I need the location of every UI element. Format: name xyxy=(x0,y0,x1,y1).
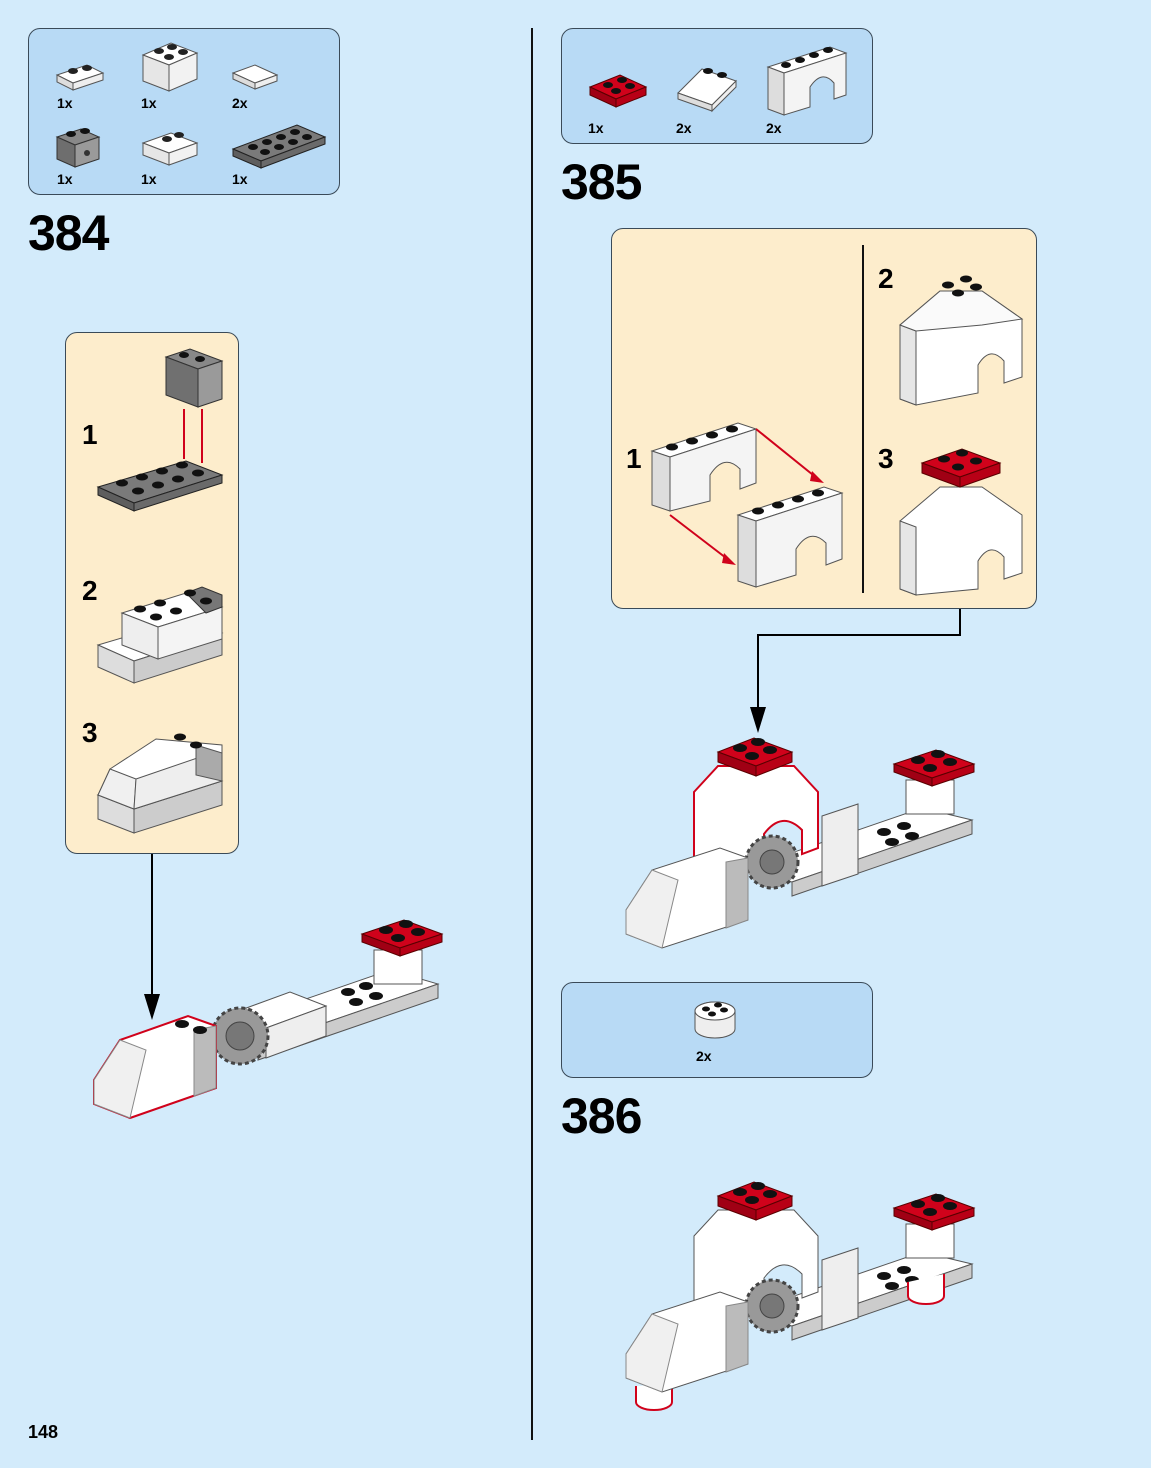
gray-technic-brick-icon xyxy=(55,128,101,168)
substep-divider xyxy=(862,245,864,593)
white-slope-2x2-icon xyxy=(677,68,737,113)
step-number-384: 384 xyxy=(28,205,109,261)
substep-3-illustration xyxy=(899,448,1023,596)
substep-number: 1 xyxy=(626,443,642,474)
part-qty: 2x xyxy=(232,95,248,111)
substep-3-illustration xyxy=(96,733,224,834)
white-slope-2x2-icon xyxy=(141,132,199,166)
substep-number: 2 xyxy=(82,575,98,606)
substep-1-illustration xyxy=(650,422,844,588)
part-qty: 1x xyxy=(57,171,73,187)
white-round-brick-2x2-icon xyxy=(694,1001,736,1039)
step-385-model-illustration xyxy=(625,737,976,949)
assembly-arrow xyxy=(144,854,160,1020)
part-qty: 1x xyxy=(232,171,248,187)
white-brick-2x2-icon xyxy=(141,42,199,92)
parts-box-step-385: 1x 2x 2x xyxy=(561,28,873,144)
substep-1-illustration xyxy=(96,348,224,512)
substep-2-illustration xyxy=(899,275,1024,406)
step-number-386: 386 xyxy=(561,1088,642,1144)
substep-number: 3 xyxy=(82,717,98,748)
part-qty: 2x xyxy=(766,120,782,136)
column-divider xyxy=(531,28,533,1440)
parts-box-step-386: 2x xyxy=(561,982,873,1078)
substep-number: 3 xyxy=(878,443,894,474)
white-arch-1x4-icon xyxy=(766,46,848,116)
part-qty: 2x xyxy=(676,120,692,136)
part-qty: 1x xyxy=(57,95,73,111)
substep-box-step-385: 1 2 3 xyxy=(611,228,1037,609)
dark-gray-plate-2x4-icon xyxy=(231,124,327,169)
part-qty: 2x xyxy=(696,1048,712,1064)
step-386-model-illustration xyxy=(625,1181,976,1411)
page-number: 148 xyxy=(28,1422,59,1442)
white-plate-1x2-icon xyxy=(55,64,105,91)
white-tile-wedge-icon xyxy=(231,64,279,90)
part-qty: 1x xyxy=(588,120,604,136)
part-qty: 1x xyxy=(141,171,157,187)
substep-number: 2 xyxy=(878,263,894,294)
assembly-arrow xyxy=(750,609,961,733)
step-384-model-illustration xyxy=(93,919,444,1120)
red-plate-2x2-icon xyxy=(588,74,648,108)
substep-box-step-384: 1 2 3 xyxy=(65,332,239,854)
step-number-385: 385 xyxy=(561,154,642,210)
substep-2-illustration xyxy=(96,586,224,684)
substep-number: 1 xyxy=(82,419,98,450)
part-qty: 1x xyxy=(141,95,157,111)
parts-box-step-384: 1x 1x 2x 1x 1x xyxy=(28,28,340,195)
